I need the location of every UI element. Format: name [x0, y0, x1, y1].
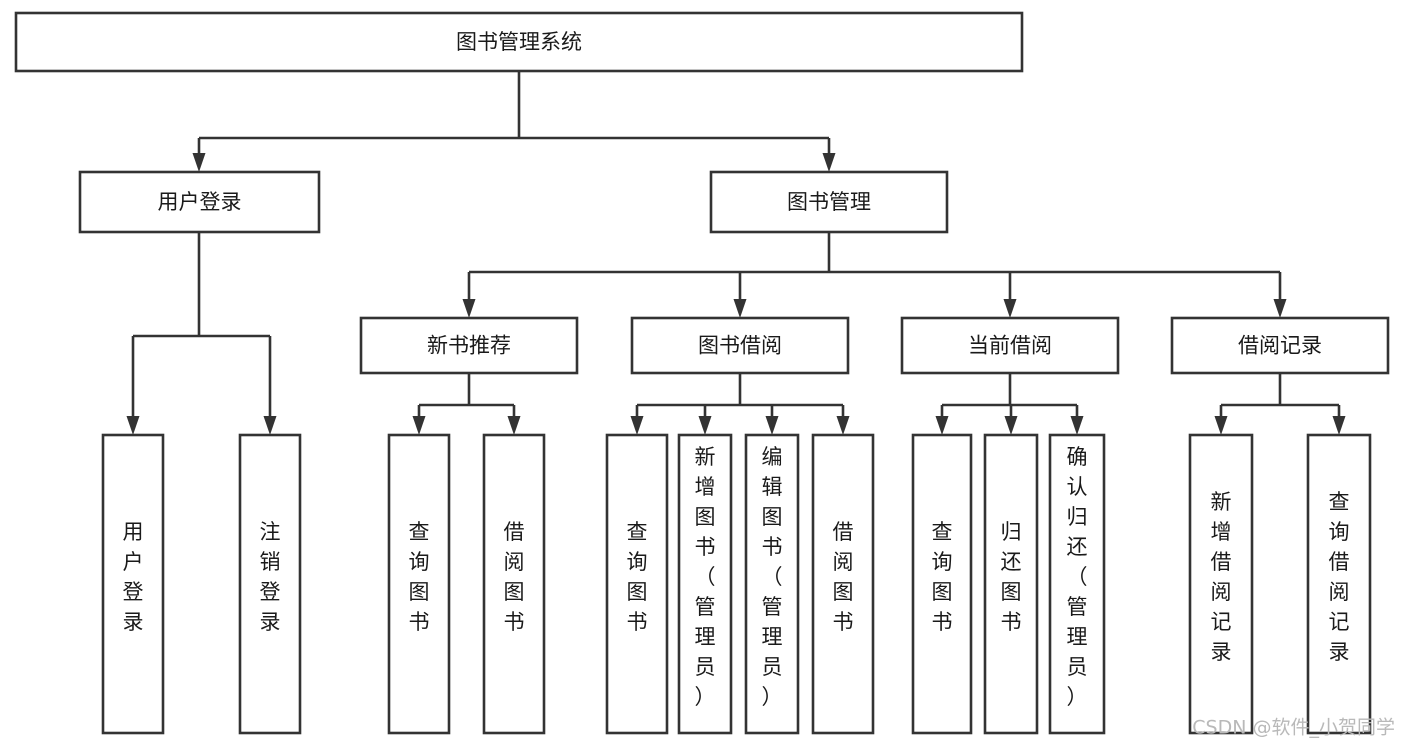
node-label-borrow-record: 借阅记录: [1238, 334, 1322, 358]
node-label-leaf-query-book-recommend: 查询图书: [409, 520, 430, 634]
node-new-book-recommend[interactable]: 新书推荐: [359, 316, 579, 375]
node-box-leaf-borrow-book-recommend[interactable]: [482, 433, 546, 735]
conn-borrow-to-leaves: [630, 373, 850, 435]
node-box-leaf-logout[interactable]: [238, 433, 302, 735]
conn-current-to-leaves: [935, 373, 1084, 435]
node-label-root: 图书管理系统: [456, 30, 582, 54]
node-box-new-book-recommend[interactable]: [359, 316, 579, 375]
node-leaf-query-borrow-record[interactable]: 查询借阅记录: [1306, 433, 1372, 735]
conn-book-manage-to-level3: [462, 232, 1287, 318]
node-box-leaf-edit-book[interactable]: [744, 433, 800, 735]
node-label-leaf-borrow-book: 借阅图书: [833, 520, 854, 634]
node-label-user-login: 用户登录: [158, 190, 242, 214]
node-label-current-borrow: 当前借阅: [968, 334, 1052, 358]
node-box-leaf-add-borrow-record[interactable]: [1188, 433, 1254, 735]
node-user-login[interactable]: 用户登录: [78, 170, 321, 234]
node-leaf-user-login[interactable]: 用户登录: [101, 433, 165, 735]
node-box-book-manage[interactable]: [709, 170, 949, 234]
node-book-manage[interactable]: 图书管理: [709, 170, 949, 234]
node-box-leaf-add-book[interactable]: [677, 433, 733, 735]
node-book-borrow[interactable]: 图书借阅: [630, 316, 850, 375]
node-box-root[interactable]: [14, 11, 1024, 73]
node-label-leaf-query-book-borrow: 查询图书: [627, 520, 648, 634]
node-box-leaf-user-login[interactable]: [101, 433, 165, 735]
node-box-leaf-confirm-return[interactable]: [1048, 433, 1106, 735]
node-leaf-add-book[interactable]: 新增图书（管理员）: [677, 433, 733, 735]
node-label-book-manage: 图书管理: [787, 190, 871, 214]
node-box-current-borrow[interactable]: [900, 316, 1120, 375]
nodes-layer: 图书管理系统用户登录图书管理新书推荐图书借阅当前借阅借阅记录用户登录注销登录查询…: [14, 11, 1390, 735]
node-leaf-query-book-current[interactable]: 查询图书: [911, 433, 973, 735]
node-leaf-logout[interactable]: 注销登录: [238, 433, 302, 735]
node-box-leaf-query-book-borrow[interactable]: [605, 433, 669, 735]
node-root[interactable]: 图书管理系统: [14, 11, 1024, 73]
node-leaf-confirm-return[interactable]: 确认归还（管理员）: [1048, 433, 1106, 735]
node-label-leaf-edit-book: 编辑图书（管理员）: [762, 445, 783, 709]
node-box-user-login[interactable]: [78, 170, 321, 234]
node-box-book-borrow[interactable]: [630, 316, 850, 375]
node-box-borrow-record[interactable]: [1170, 316, 1390, 375]
node-borrow-record[interactable]: 借阅记录: [1170, 316, 1390, 375]
node-leaf-add-borrow-record[interactable]: 新增借阅记录: [1188, 433, 1254, 735]
node-label-leaf-add-book: 新增图书（管理员）: [695, 445, 716, 709]
node-box-leaf-return-book[interactable]: [983, 433, 1039, 735]
node-leaf-borrow-book[interactable]: 借阅图书: [811, 433, 875, 735]
node-label-leaf-logout: 注销登录: [260, 520, 281, 634]
conn-user-login-to-leaves: [126, 232, 277, 435]
node-box-leaf-query-book-current[interactable]: [911, 433, 973, 735]
node-box-leaf-query-borrow-record[interactable]: [1306, 433, 1372, 735]
node-current-borrow[interactable]: 当前借阅: [900, 316, 1120, 375]
node-leaf-return-book[interactable]: 归还图书: [983, 433, 1039, 735]
node-label-leaf-confirm-return: 确认归还（管理员）: [1067, 445, 1088, 709]
conn-root-to-level2: [192, 71, 836, 172]
node-label-book-borrow: 图书借阅: [698, 334, 782, 358]
node-leaf-query-book-recommend[interactable]: 查询图书: [387, 433, 451, 735]
conn-record-to-leaves: [1214, 373, 1346, 435]
node-leaf-borrow-book-recommend[interactable]: 借阅图书: [482, 433, 546, 735]
node-label-leaf-query-book-current: 查询图书: [932, 520, 953, 634]
node-label-leaf-add-borrow-record: 新增借阅记录: [1211, 490, 1232, 664]
node-label-leaf-return-book: 归还图书: [1001, 520, 1022, 634]
conn-recommend-to-leaves: [412, 373, 521, 435]
node-box-leaf-query-book-recommend[interactable]: [387, 433, 451, 735]
node-label-leaf-borrow-book-recommend: 借阅图书: [504, 520, 525, 634]
connectors-layer: [126, 71, 1346, 435]
csdn-watermark: CSDN @软件_小贺同学: [1192, 717, 1395, 739]
node-leaf-edit-book[interactable]: 编辑图书（管理员）: [744, 433, 800, 735]
node-box-leaf-borrow-book[interactable]: [811, 433, 875, 735]
node-label-leaf-query-borrow-record: 查询借阅记录: [1329, 490, 1350, 664]
node-label-new-book-recommend: 新书推荐: [427, 334, 511, 358]
node-label-leaf-user-login: 用户登录: [123, 520, 144, 634]
node-leaf-query-book-borrow[interactable]: 查询图书: [605, 433, 669, 735]
